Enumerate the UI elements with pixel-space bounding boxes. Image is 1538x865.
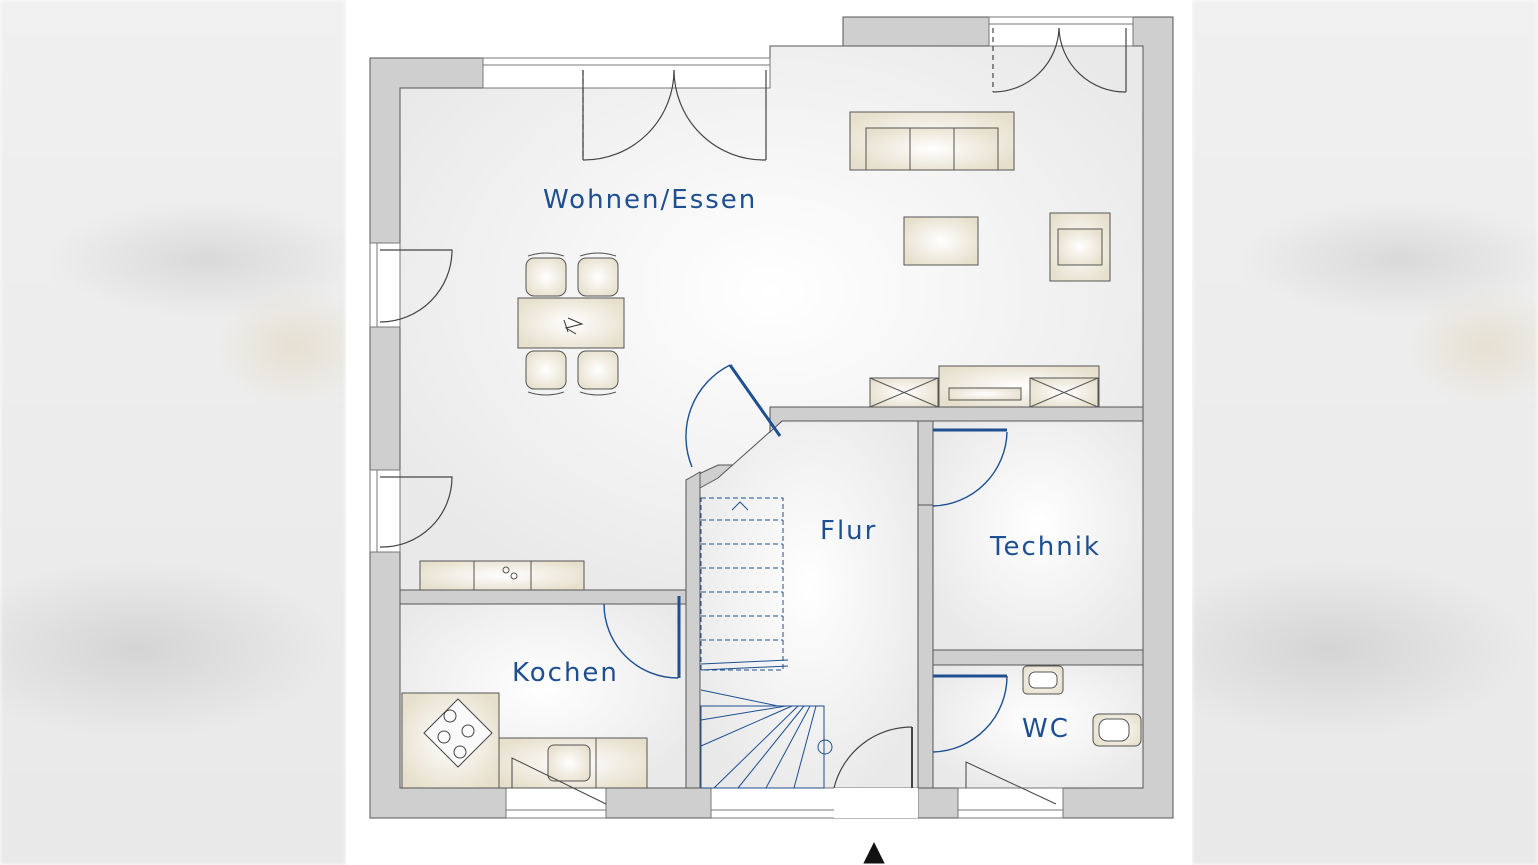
blurred-background-left	[0, 0, 346, 865]
window-swing-left	[379, 249, 453, 548]
floor-plan-drawing: ▲	[369, 16, 1174, 865]
coffee-table	[903, 216, 979, 266]
dining-table	[517, 297, 625, 349]
terrace-door-wohnen	[582, 69, 767, 161]
room-label-wohnen-essen: Wohnen/Essen	[543, 185, 758, 215]
wc-washbasin	[1022, 665, 1064, 695]
kitchen-counter-upper	[419, 560, 585, 591]
interior-doors	[603, 364, 1008, 753]
dining-chairs	[525, 252, 619, 396]
floor-technik	[932, 420, 1144, 651]
room-label-wc: WC	[1022, 714, 1070, 744]
blurred-background-right	[1192, 0, 1538, 865]
room-label-technik: Technik	[990, 532, 1101, 562]
armchair	[1049, 212, 1111, 282]
wc-toilet	[1092, 713, 1142, 747]
terrace-door-right	[992, 27, 1127, 93]
entrance-marker: ▲	[863, 834, 885, 865]
sofa	[849, 111, 1015, 171]
entrance-door	[833, 726, 918, 818]
bottom-window-swings	[511, 757, 1057, 805]
interior-walls	[399, 406, 1144, 789]
staircase	[700, 497, 833, 789]
room-label-flur: Flur	[820, 516, 878, 546]
room-label-kochen: Kochen	[512, 658, 619, 688]
windows	[369, 16, 1134, 819]
sideboard	[869, 365, 1100, 408]
floor-plan: ▲ Wohnen/Essen Flur Technik Kochen WC	[346, 0, 1192, 865]
stove	[423, 698, 493, 768]
